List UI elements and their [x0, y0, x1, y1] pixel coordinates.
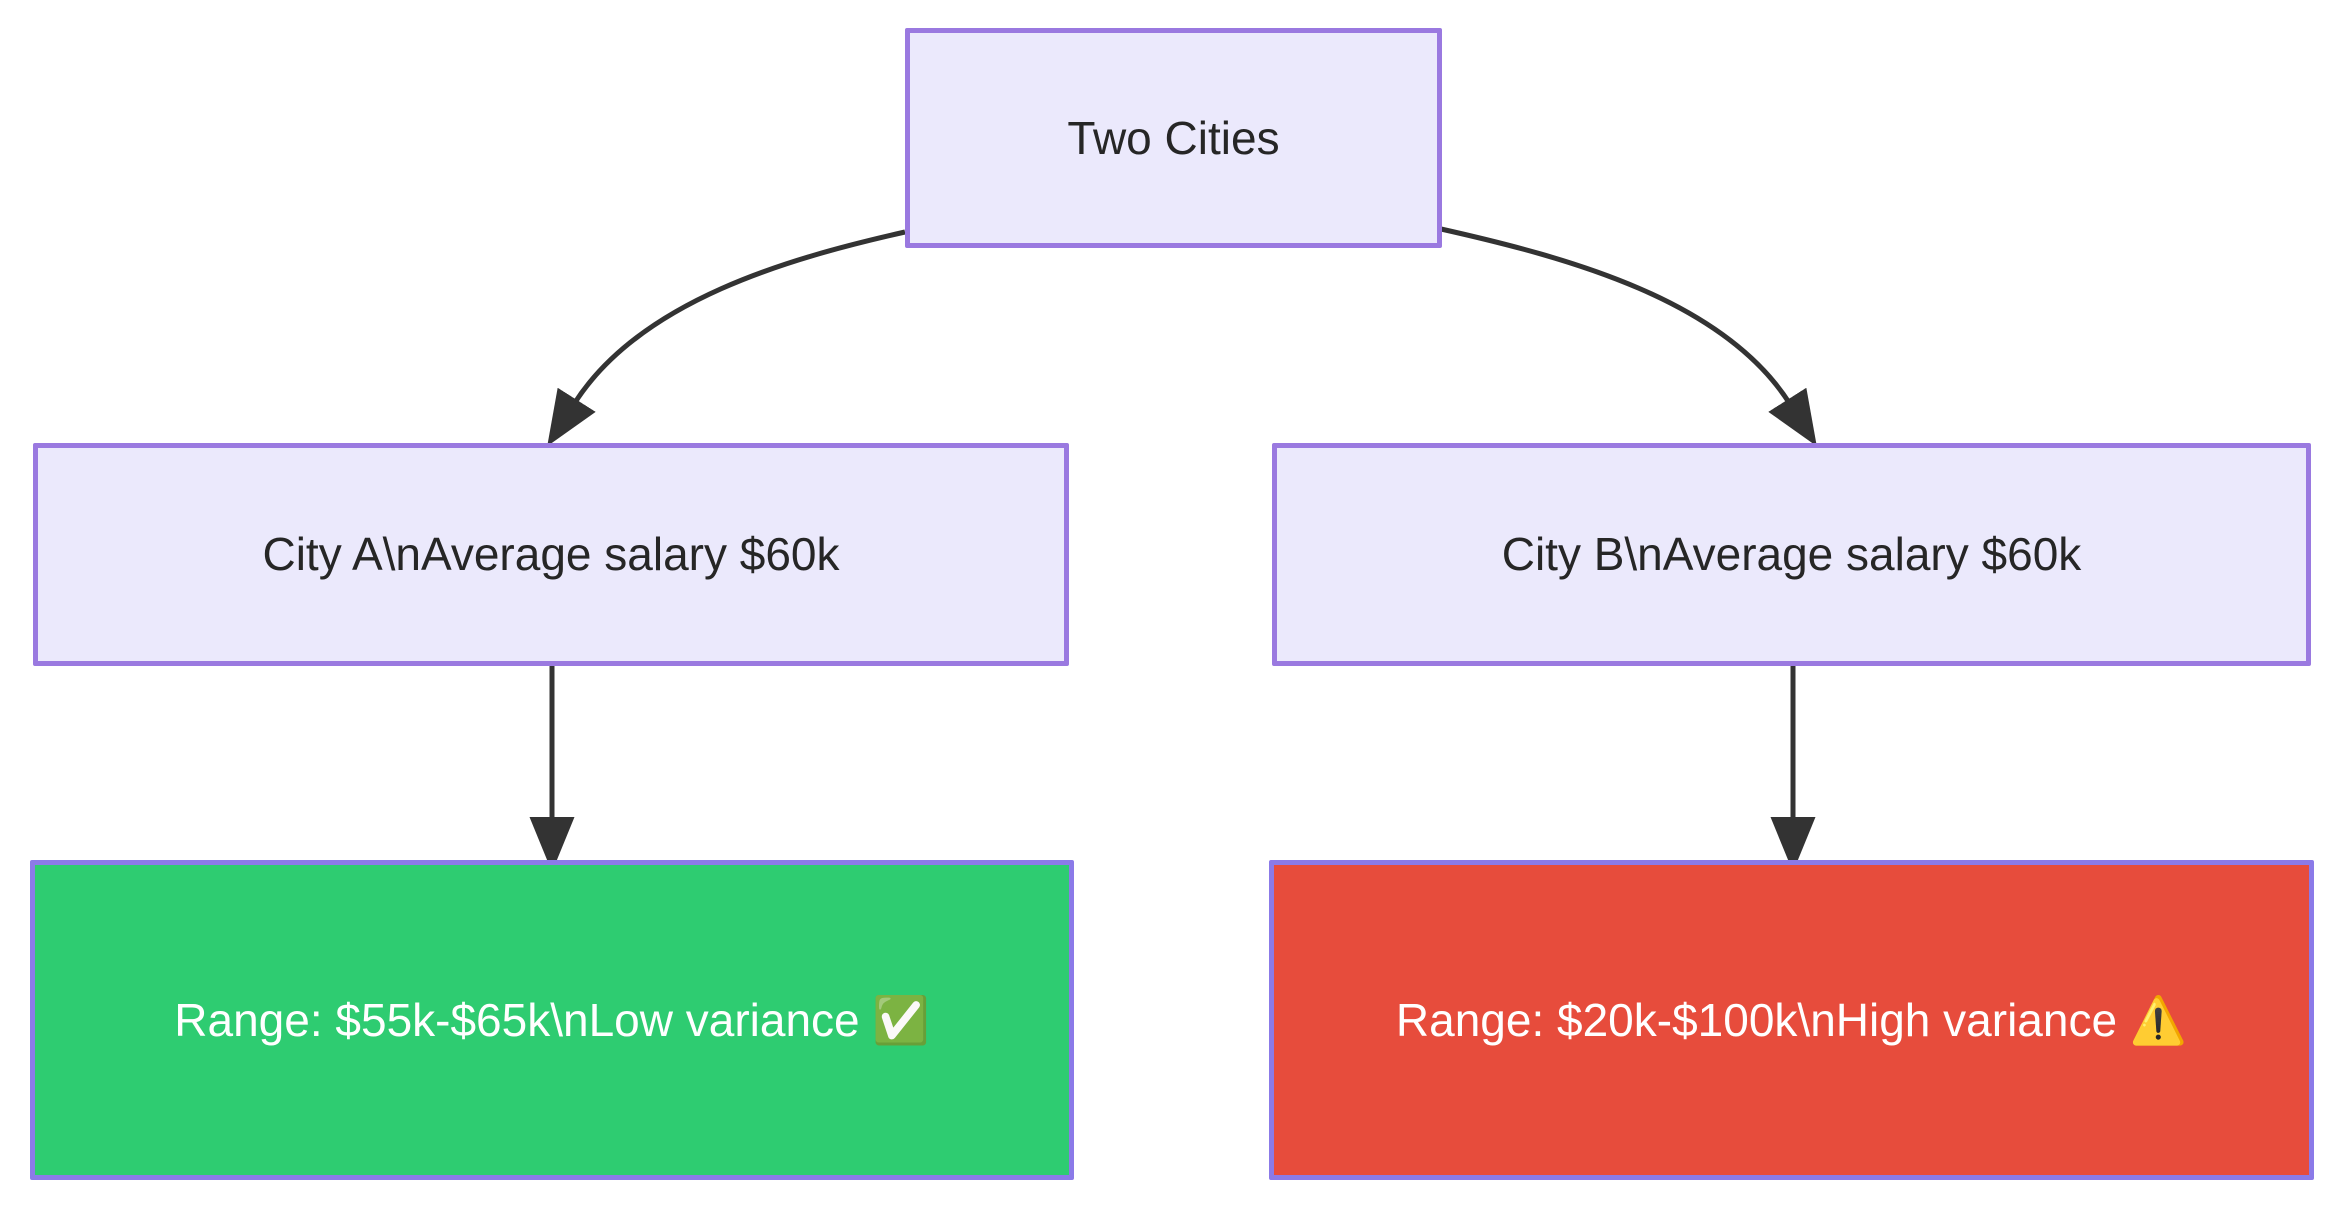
node-low-variance[interactable]: Range: $55k-$65k\nLow variance ✅ [30, 860, 1074, 1180]
node-city-a[interactable]: City A\nAverage salary $60k [33, 443, 1069, 666]
node-high-variance[interactable]: Range: $20k-$100k\nHigh variance ⚠️ [1269, 860, 2314, 1180]
node-high-variance-label: Range: $20k-$100k\nHigh variance ⚠️ [1395, 993, 2188, 1046]
node-city-b[interactable]: City B\nAverage salary $60k [1272, 443, 2311, 666]
node-low-variance-label: Range: $55k-$65k\nLow variance ✅ [174, 993, 930, 1046]
node-city-a-label: City A\nAverage salary $60k [262, 528, 840, 581]
edge-root-to-city-b [1440, 226, 1817, 447]
node-two-cities-label: Two Cities [1067, 111, 1280, 164]
edge-root-to-city-a [547, 229, 906, 447]
node-two-cities[interactable]: Two Cities [905, 28, 1442, 248]
node-city-b-label: City B\nAverage salary $60k [1501, 528, 2082, 581]
